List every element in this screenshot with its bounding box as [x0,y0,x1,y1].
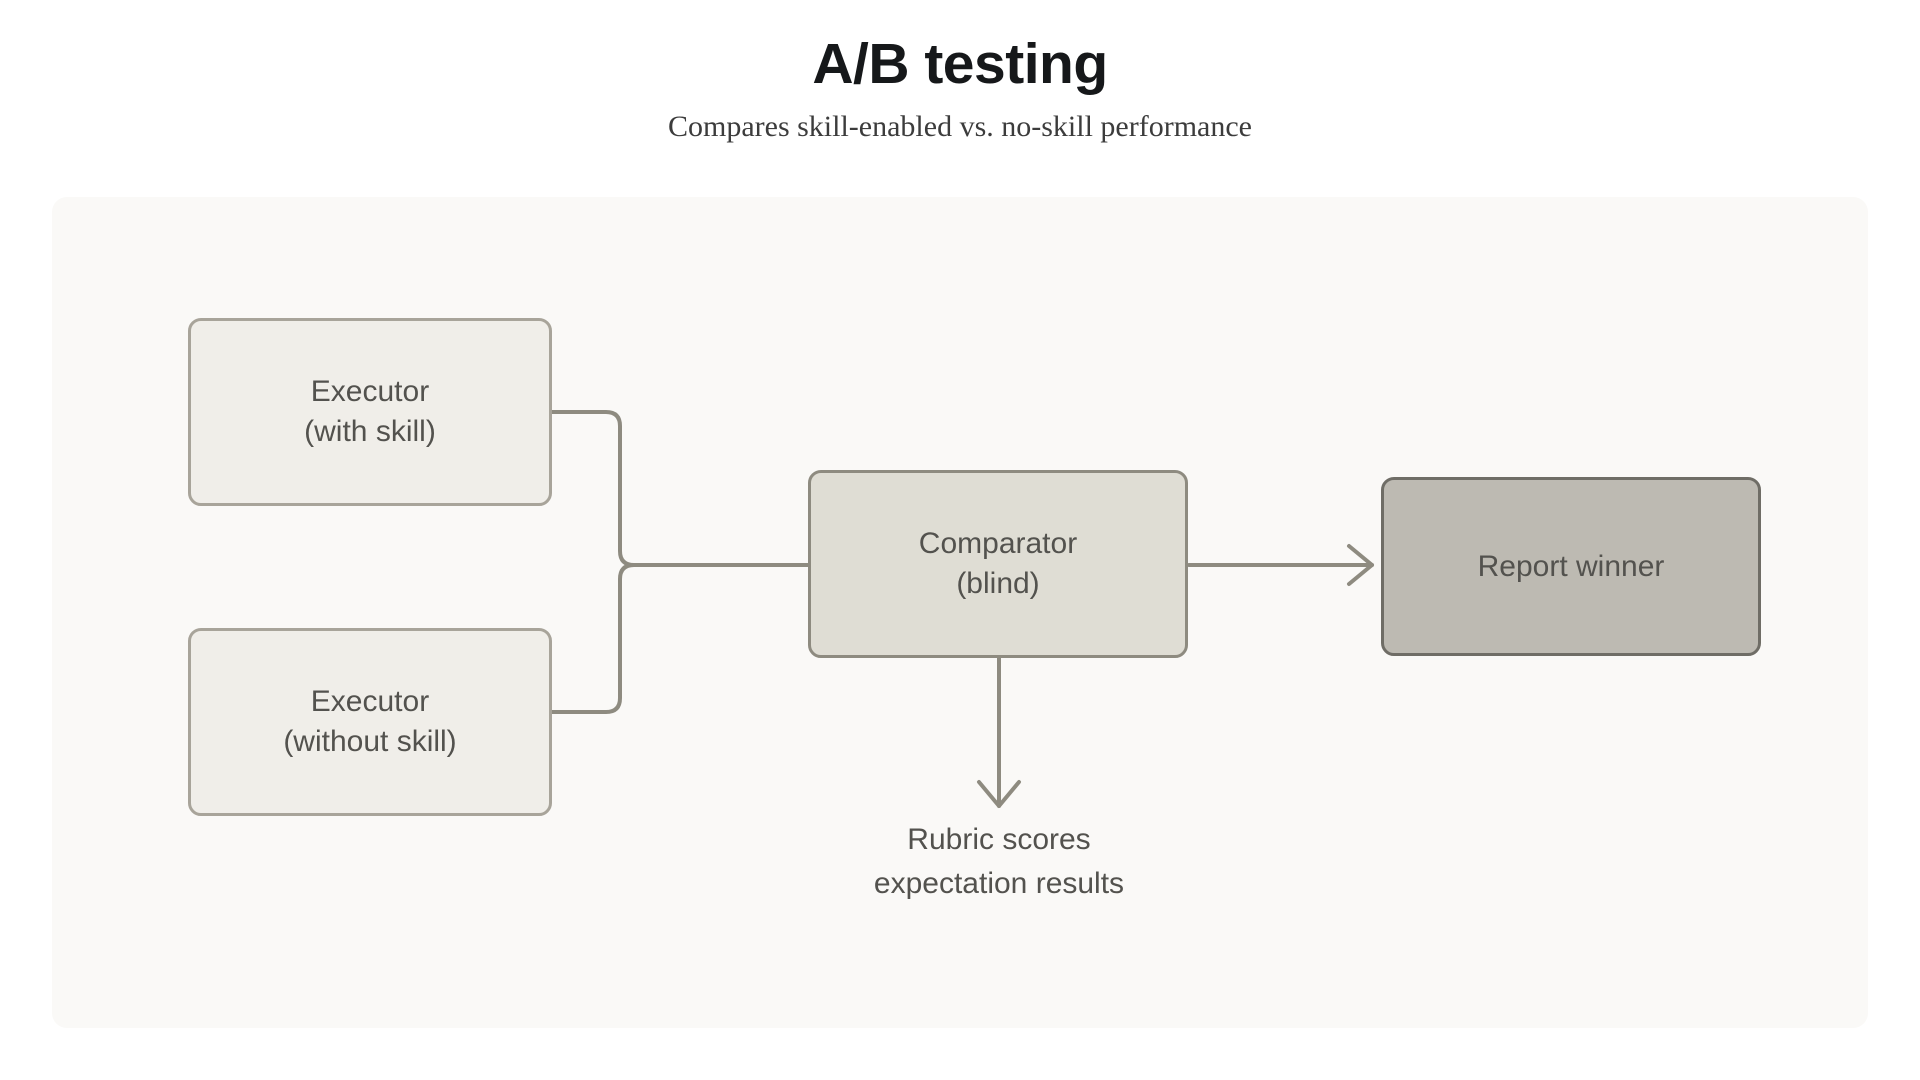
note-rubric-scores: Rubric scores expectation results [873,823,1125,900]
node-executor-without-skill[interactable]: Executor (without skill) [188,628,552,816]
page-subtitle: Compares skill-enabled vs. no-skill perf… [667,109,1252,143]
page-header: A/B testing Compares skill-enabled vs. n… [0,0,1920,143]
node-comparator[interactable]: Comparator (blind) [808,470,1188,658]
page-title: A/B testing [812,32,1108,96]
node-executor-with-skill[interactable]: Executor (with skill) [188,318,552,506]
node-report-winner[interactable]: Report winner [1381,477,1761,656]
